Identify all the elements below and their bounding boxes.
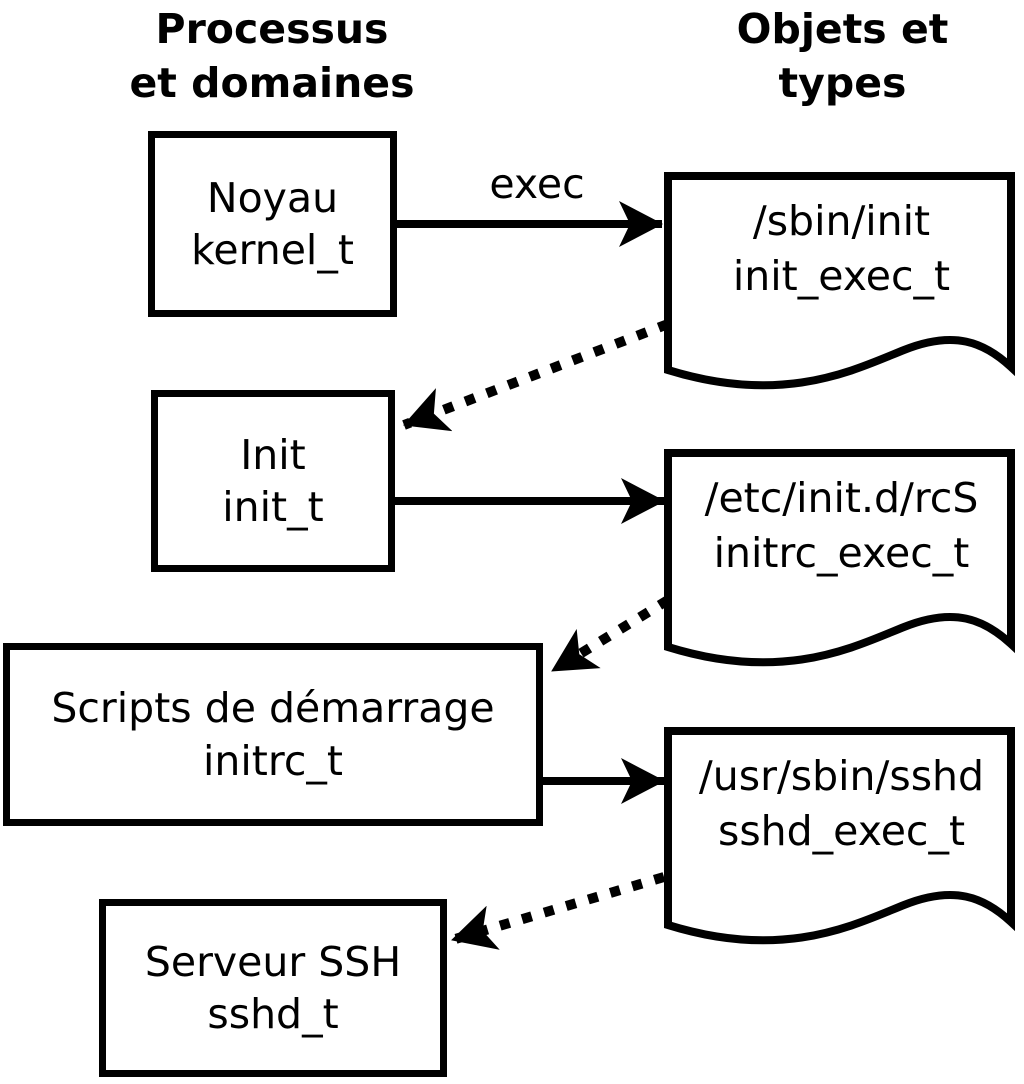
- process-name: Init: [240, 430, 306, 479]
- process-box-sshd: Serveur SSH sshd_t: [99, 899, 447, 1077]
- exec-arrow-label: exec: [489, 160, 585, 208]
- header-line: Objets et: [736, 5, 949, 53]
- document-sbin-init: /sbin/init init_exec_t: [664, 172, 1019, 408]
- document-etc-initd-rcs: /etc/init.d/rcS initrc_exec_t: [664, 449, 1019, 685]
- column-header-processes: Processus et domaines: [42, 2, 502, 110]
- document-shape: [664, 449, 1015, 667]
- process-type: sshd_t: [207, 990, 339, 1038]
- column-header-objects: Objets et types: [665, 2, 1020, 110]
- object-type: initrc_exec_t: [713, 528, 970, 577]
- object-path: /usr/sbin/sshd: [698, 752, 985, 800]
- document-shape: [664, 727, 1015, 945]
- process-box-initrc: Scripts de démarrage initrc_t: [3, 643, 543, 826]
- header-line: types: [778, 59, 907, 108]
- process-type: initrc_t: [203, 736, 343, 785]
- process-name: Serveur SSH: [144, 937, 402, 986]
- process-box-kernel: Noyau kernel_t: [148, 131, 397, 317]
- process-box-init: Init init_t: [151, 390, 395, 572]
- document-usr-sbin-sshd: /usr/sbin/sshd sshd_exec_t: [664, 727, 1019, 963]
- transition-arrow-sbin-init-to-init: [402, 319, 670, 432]
- object-path: /sbin/init: [752, 197, 931, 245]
- process-type: kernel_t: [191, 226, 354, 274]
- process-name: Noyau: [206, 173, 339, 222]
- object-type: sshd_exec_t: [717, 806, 966, 855]
- object-path: /etc/init.d/rcS: [704, 474, 979, 522]
- process-type: init_t: [222, 483, 324, 531]
- process-name: Scripts de démarrage: [51, 684, 495, 733]
- transition-arrow-sshd-exec-to-sshd: [450, 872, 666, 950]
- header-line: et domaines: [129, 59, 415, 108]
- transition-arrow-rcs-to-initrc: [549, 595, 671, 676]
- object-type: init_exec_t: [732, 251, 951, 300]
- document-shape: [664, 172, 1015, 390]
- header-line: Processus: [155, 5, 389, 53]
